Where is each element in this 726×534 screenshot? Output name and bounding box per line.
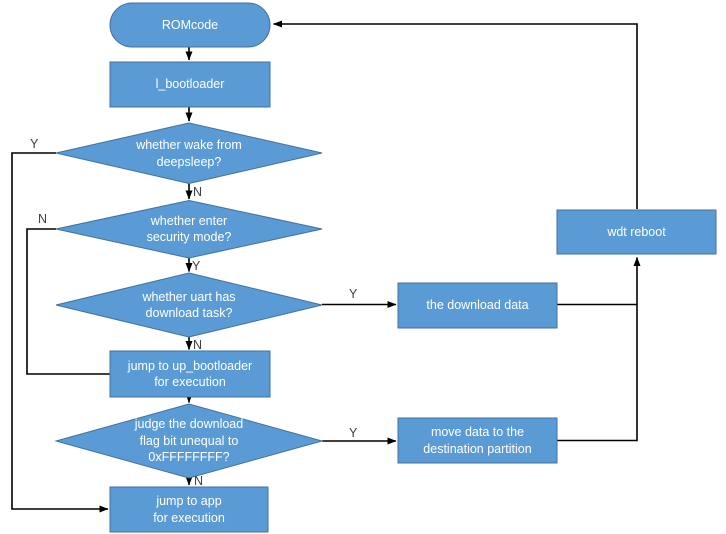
edge-label-security-yes: Y [192,259,201,273]
edge-security-no-to-jumpup [26,228,110,375]
download-data-shape [397,282,558,329]
wdt-reboot-shape [556,209,717,255]
jump-up-bootloader-shape [109,350,271,398]
edge-label-wake-yes: Y [30,137,39,151]
download-flag-diamond-shape [54,403,324,479]
edge-label-flag-yes: Y [349,426,358,440]
edge-label-uart-no: N [193,338,203,352]
uart-download-diamond-shape [55,272,323,338]
move-data-shape [397,417,558,464]
security-mode-diamond-shape [55,199,323,259]
edge-wdt-to-romcode [273,20,638,209]
edge-move-to-wdt [557,257,641,442]
edge-label-flag-no: N [194,474,204,488]
edge-label-uart-yes: Y [349,287,358,301]
edge-label-security-no: N [38,212,48,226]
romcode-terminator-shape [109,2,271,48]
wake-deepsleep-diamond-shape [55,122,323,185]
edge-wake-yes-to-jumpapp [11,152,109,513]
edge-label-wake-no: N [193,185,203,199]
jump-app-shape [109,486,269,533]
lbootloader-shape [109,61,271,108]
